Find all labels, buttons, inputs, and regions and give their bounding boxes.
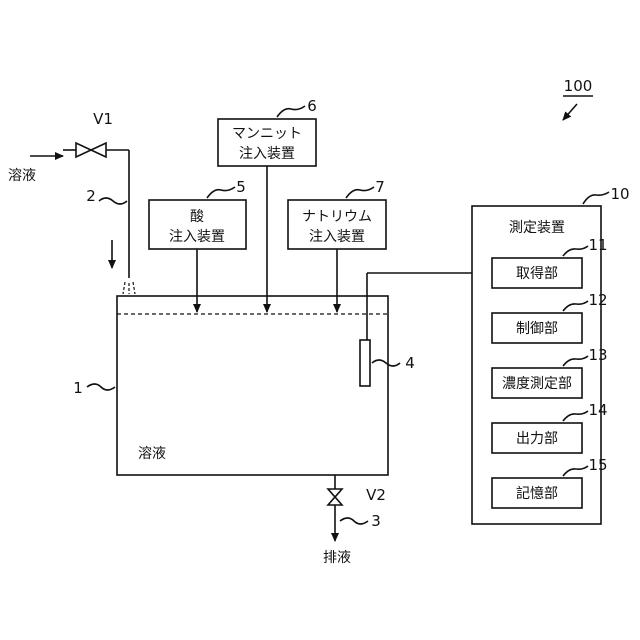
spray-icon	[123, 282, 135, 294]
outlet-pipe-number: 3	[371, 512, 381, 530]
outlet-line: V2 3 排液	[323, 475, 386, 566]
valve-v1-label: V1	[93, 110, 113, 128]
system-label-arrow	[563, 104, 577, 120]
valve-v2-label: V2	[366, 486, 386, 504]
unit-storage-number: 15	[588, 456, 607, 474]
acid-injector-line-1: 酸	[190, 209, 204, 225]
mannitol-injector-number: 6	[307, 97, 317, 115]
system-label: 100	[563, 77, 593, 120]
measuring-device-box	[472, 206, 601, 524]
sodium-injector-line-2: 注入装置	[309, 229, 365, 245]
sensor-probe	[360, 340, 370, 386]
unit-output-label: 出力部	[516, 431, 558, 447]
unit-acquisition-label: 取得部	[516, 265, 558, 282]
inlet-pipe-leader	[99, 198, 127, 204]
inlet-pipe-number: 2	[86, 187, 96, 205]
acid-injector: 酸 注入装置 5	[149, 178, 246, 312]
drain-label: 排液	[323, 550, 351, 566]
tank: 溶液 1	[73, 296, 388, 475]
tank-leader-line	[87, 384, 115, 390]
sensor-number: 4	[405, 354, 415, 372]
unit-concentration-label: 濃度測定部	[502, 376, 572, 392]
unit-storage-label: 記憶部	[516, 485, 558, 502]
inlet-line: 溶液 V1 2	[8, 110, 135, 294]
measuring-device: 測定装置 10 取得部 11 制御部 12 濃度測定部 13 出力部 14	[472, 185, 630, 524]
acid-injector-line-2: 注入装置	[169, 229, 225, 245]
outlet-pipe-leader	[340, 518, 368, 524]
mannitol-injector-line-2: 注入装置	[239, 146, 295, 162]
unit-control-number: 12	[588, 291, 607, 309]
tank-content-label: 溶液	[138, 446, 166, 462]
unit-acquisition-number: 11	[588, 236, 607, 254]
measuring-device-title: 測定装置	[509, 220, 565, 236]
mannitol-injector-leader	[277, 106, 305, 117]
valve-v2-icon	[328, 489, 342, 505]
measuring-device-leader	[583, 192, 609, 204]
unit-control-label: 制御部	[516, 321, 558, 337]
sodium-injector: ナトリウム 注入装置 7	[288, 178, 386, 312]
mannitol-injector-line-1: マンニット	[232, 126, 302, 142]
acid-injector-leader	[207, 187, 235, 198]
valve-v1-icon	[76, 143, 106, 157]
unit-concentration-number: 13	[588, 346, 607, 364]
sodium-injector-line-1: ナトリウム	[302, 209, 372, 225]
acid-injector-number: 5	[236, 178, 246, 196]
measuring-device-number: 10	[610, 185, 629, 203]
unit-output-number: 14	[588, 401, 607, 419]
inlet-source-label: 溶液	[8, 168, 36, 184]
sodium-injector-number: 7	[375, 178, 385, 196]
sodium-injector-leader	[346, 187, 374, 198]
tank-number: 1	[73, 379, 83, 397]
system-number: 100	[564, 77, 593, 95]
